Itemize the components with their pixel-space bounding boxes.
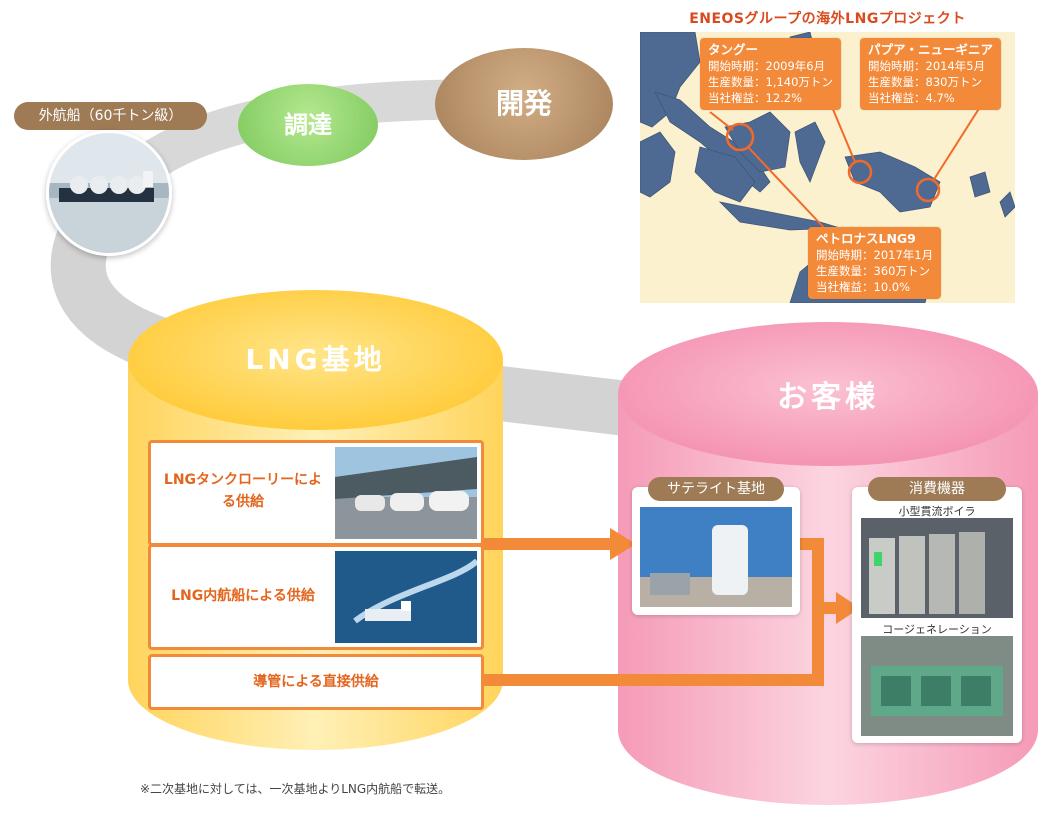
coastal-ship-label: LNG内航船による供給 — [171, 588, 315, 604]
project-start: 開始時期：2009年6月 — [708, 59, 826, 73]
coastal-ship-supply: LNG内航船による供給 — [148, 544, 484, 650]
coastal-ship-photo — [335, 551, 477, 643]
project-tangguh: タングー 開始時期：2009年6月 生産数量：1,140万トン 当社権益：12.… — [700, 38, 841, 110]
lng-base-title: LNG基地 — [245, 343, 386, 376]
satellite-base-card: サテライト基地 — [632, 477, 800, 615]
project-start: 開始時期：2017年1月 — [816, 248, 934, 262]
boiler-photo — [861, 518, 1013, 618]
project-name: パプア・ニューギニア — [868, 42, 994, 57]
tank-lorry-photo — [335, 447, 477, 539]
project-equity: 当社権益：4.7% — [868, 91, 955, 105]
tank-lorry-supply: LNGタンクローリーによる供給 — [148, 440, 484, 546]
project-name: ペトロナスLNG9 — [816, 231, 916, 246]
cogeneration-label: コージェネレーション — [882, 623, 992, 636]
pipeline-label: 導管による直接供給 — [253, 674, 379, 690]
footnote: ※二次基地に対しては、一次基地よりLNG内航船で転送。 — [140, 782, 451, 796]
development-bubble: 開発 — [435, 48, 613, 160]
project-equity: 当社権益：12.2% — [708, 91, 803, 105]
customer-title: お客様 — [777, 380, 879, 415]
satellite-base-photo — [640, 507, 792, 607]
project-start: 開始時期：2014年5月 — [868, 59, 986, 73]
procurement-bubble: 調達 — [238, 84, 378, 166]
project-name: タングー — [708, 42, 759, 57]
project-volume: 生産数量：1,140万トン — [708, 75, 833, 89]
map-title: ENEOSグループの海外LNGプロジェクト — [689, 11, 966, 27]
ship-label: 外航船（60千トン級） — [14, 102, 207, 130]
satellite-base-label: サテライト基地 — [648, 477, 784, 501]
boiler-label: 小型貫流ボイラ — [898, 505, 976, 518]
project-petronas: ペトロナスLNG9 開始時期：2017年1月 生産数量：360万トン 当社権益：… — [808, 227, 942, 299]
development-label: 開発 — [495, 87, 552, 120]
project-volume: 生産数量：830万トン — [868, 75, 982, 89]
cogeneration-photo — [861, 636, 1013, 736]
project-equity: 当社権益：10.0% — [816, 280, 911, 294]
procurement-label: 調達 — [284, 111, 332, 139]
equipment-label: 消費機器 — [868, 477, 1006, 501]
tank-lorry-label: LNGタンクローリーによる供給 — [163, 472, 323, 510]
equipment-card: 消費機器 小型貫流ボイラ コージェネレーション — [852, 477, 1022, 743]
project-volume: 生産数量：360万トン — [816, 264, 930, 278]
pipeline-supply: 導管による直接供給 — [148, 654, 484, 710]
project-png: パプア・ニューギニア 開始時期：2014年5月 生産数量：830万トン 当社権益… — [860, 38, 1002, 110]
